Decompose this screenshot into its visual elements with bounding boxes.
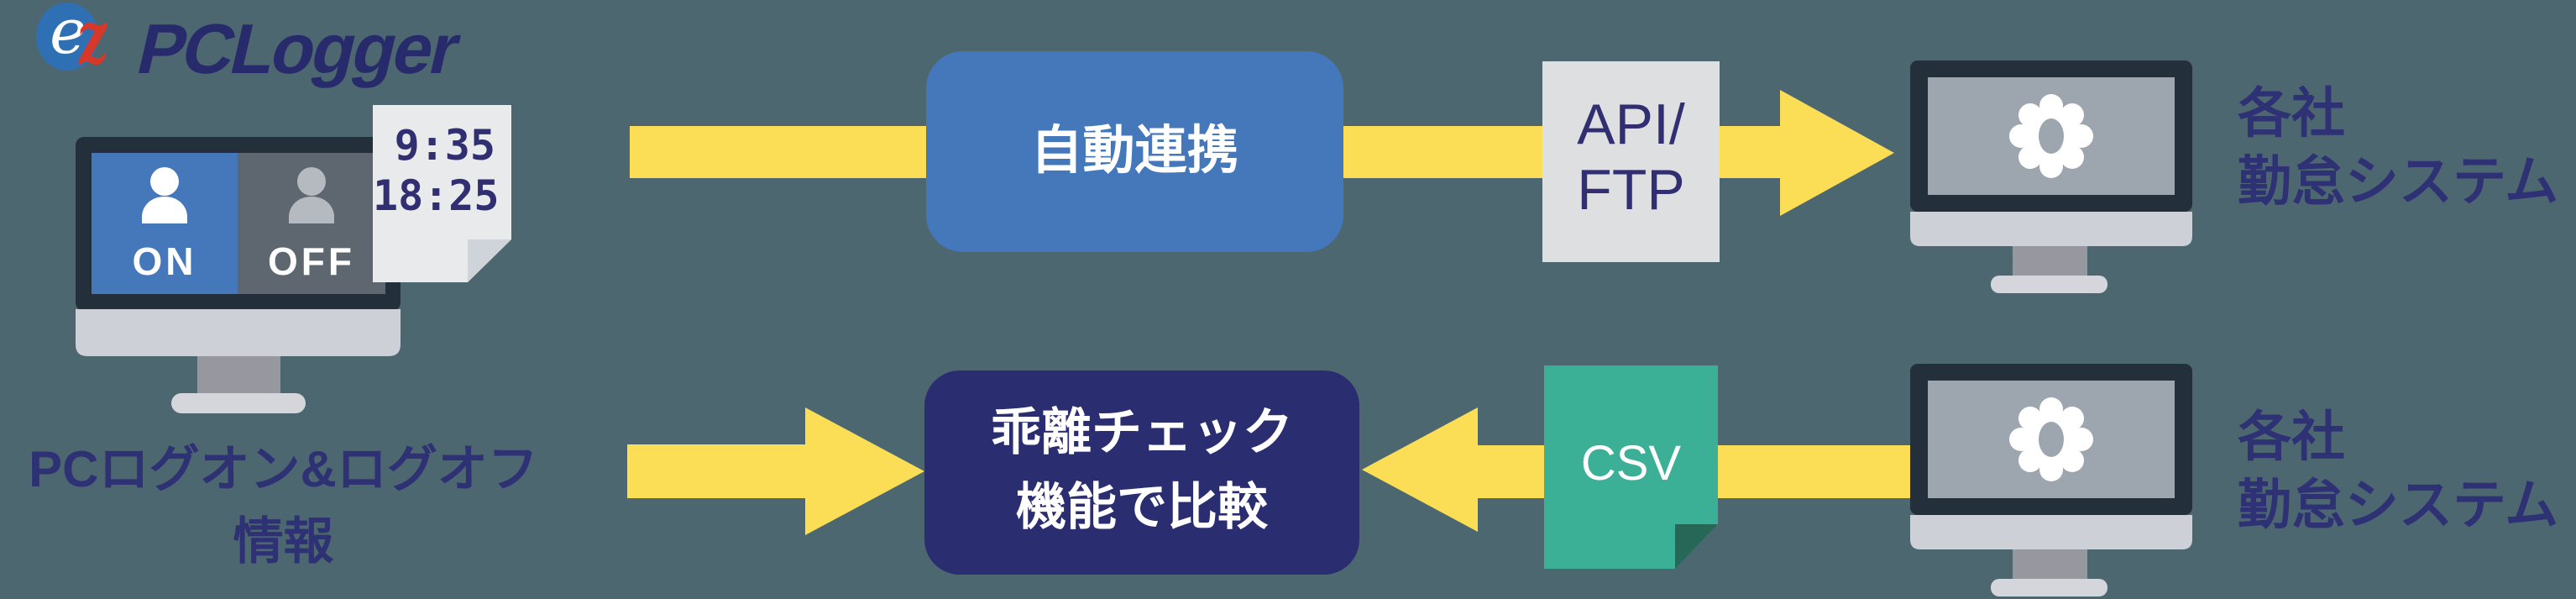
time-note-icon [373, 105, 511, 282]
deviation-check-box: 乖離チェック 機能で比較 [924, 370, 1359, 575]
monitor-body [1910, 515, 2192, 549]
attendance-system-monitor-top-icon [1910, 60, 2192, 293]
deviation-check-line1: 乖離チェック [991, 403, 1293, 460]
pc-logon-info-line2: 情報 [233, 513, 334, 570]
monitor-stand-neck [2013, 246, 2087, 276]
logoff-time-value: 18:25 [373, 171, 500, 220]
ftp-label: FTP [1577, 157, 1685, 222]
api-ftp-box: API/ FTP [1542, 61, 1720, 262]
deviation-check-line2: 機能で比較 [1016, 478, 1268, 535]
pc-logon-info-line1: PCログオン&ログオフ [29, 441, 538, 497]
auto-link-box: 自動連携 [926, 51, 1343, 252]
monitor-stand-neck [2013, 549, 2087, 579]
csv-fold [1675, 524, 1718, 569]
logon-time-value: 9:35 [394, 121, 495, 170]
attendance-system-monitor-bottom-icon [1910, 364, 2192, 596]
attendance-system-label-bottom: 各社 勤怠システム [2238, 403, 2573, 539]
user-off-icon [289, 167, 334, 223]
note-fold [468, 239, 511, 282]
logo-wordmark: PCLogger [130, 9, 466, 88]
monitor-stand-base [1991, 579, 2107, 596]
arrow-head [805, 407, 924, 535]
pc-monitor-icon [76, 137, 401, 413]
api-label: API/ [1577, 92, 1685, 156]
monitor-stand-base [171, 393, 306, 413]
attendance-system-label-line1: 各社 [2238, 407, 2345, 467]
attendance-system-label-line2: 勤怠システム [2238, 151, 2559, 212]
monitor-body [1910, 212, 2192, 246]
monitor-body [76, 309, 401, 356]
attendance-system-label-line1: 各社 [2238, 83, 2345, 144]
logo-e-letter: e [50, 0, 86, 68]
monitor-stand-neck [197, 356, 280, 395]
auto-link-label: 自動連携 [1030, 121, 1239, 180]
user-on-icon [142, 167, 187, 223]
gear-icon [2009, 94, 2093, 178]
monitor-stand-base [1991, 276, 2107, 293]
attendance-system-label-top: 各社 勤怠システム [2238, 80, 2573, 216]
logon-on-label: ON [132, 239, 197, 283]
arrow-head [1780, 90, 1894, 216]
flow-arrow-bottom-left-icon [627, 407, 924, 535]
gear-icon [2009, 397, 2093, 481]
pc-logon-info-label: PCログオン&ログオフ 情報 [4, 433, 563, 578]
logoff-off-label: OFF [268, 239, 355, 283]
csv-paper [1544, 365, 1718, 569]
csv-file-label: CSV [1580, 436, 1682, 491]
logo-ellipse-icon [36, 3, 98, 71]
arrow-band [627, 444, 805, 498]
attendance-system-label-line2: 勤怠システム [2238, 475, 2559, 535]
note-paper [373, 105, 511, 282]
csv-file-icon [1544, 365, 1718, 569]
arrow-head [1362, 407, 1478, 532]
logo-z-letter: z [74, 0, 112, 83]
